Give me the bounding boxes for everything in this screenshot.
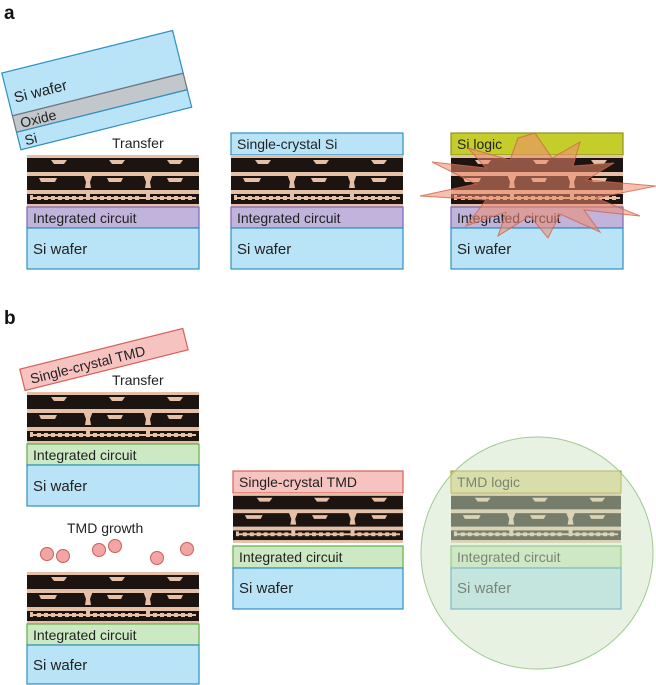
ic-label-b1: Integrated circuit [33, 447, 137, 463]
single-crystal-tmd-label: Single-crystal TMD [239, 474, 357, 490]
si-layer-label: Si [23, 130, 39, 149]
beol-stack-b1 [27, 392, 199, 444]
si-wafer-b2 [232, 567, 404, 610]
panel-a-label: a [4, 3, 15, 24]
beol-stack-a1 [27, 155, 199, 207]
wafer-label-a3: Si wafer [457, 241, 511, 258]
si-wafer-a2 [230, 227, 404, 270]
tmd-growth-label: TMD growth [67, 520, 143, 536]
wafer-label-a1: Si wafer [33, 241, 87, 258]
ic-label-b1b: Integrated circuit [33, 627, 137, 643]
si-wafer-b1b [26, 644, 200, 685]
wafer-label-a2: Si wafer [237, 241, 291, 258]
ic-label-a2: Integrated circuit [237, 210, 341, 226]
si-logic-label: Si logic [457, 136, 502, 152]
si-wafer-b1 [26, 464, 200, 507]
precursor-spheres [40, 539, 194, 565]
beol-stack-b1b [27, 572, 199, 624]
transfer-label-b: Transfer [112, 372, 164, 388]
panel-b-label: b [4, 308, 16, 329]
wafer-label-b1: Si wafer [33, 478, 87, 495]
beol-stack-b2 [233, 493, 403, 543]
si-wafer-a3 [450, 227, 624, 270]
ic-label-a1: Integrated circuit [33, 210, 137, 226]
wafer-label-b1b: Si wafer [33, 657, 87, 674]
ic-label-b2: Integrated circuit [239, 549, 343, 565]
compatible-halo [420, 436, 654, 670]
si-wafer-a1 [26, 227, 200, 270]
thermal-damage-burst [419, 132, 656, 239]
single-crystal-si-label: Single-crystal Si [237, 136, 337, 152]
wafer-label-b2: Si wafer [239, 580, 293, 597]
tilted-si-wafer: Si wafer Oxide Si [1, 29, 193, 151]
beol-stack-a2 [231, 155, 403, 207]
transfer-label-a: Transfer [112, 135, 164, 151]
